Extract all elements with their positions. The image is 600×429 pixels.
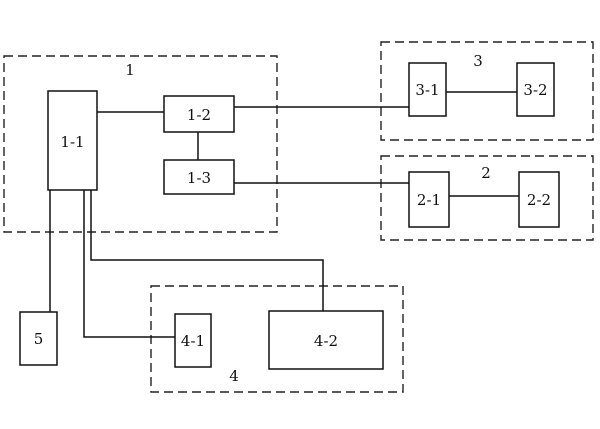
- block-3-1-label: 3-1: [415, 81, 439, 99]
- group-1-outline: [3, 55, 278, 233]
- block-3-1: 3-1: [408, 62, 447, 117]
- block-3-2: 3-2: [516, 62, 555, 117]
- block-4-2: 4-2: [268, 310, 384, 370]
- group-4-outline: [150, 285, 404, 393]
- group-2-label: 2: [481, 164, 491, 182]
- block-5: 5: [19, 311, 58, 366]
- block-4-1: 4-1: [174, 313, 212, 368]
- group-3-outline: [380, 41, 594, 141]
- block-4-1-label: 4-1: [181, 332, 205, 350]
- wire-1-1-to-4-2: [90, 190, 324, 311]
- group-3-label: 3: [473, 52, 483, 70]
- block-1-1-label: 1-1: [60, 133, 84, 151]
- block-1-2-label: 1-2: [187, 106, 211, 124]
- block-1-3: 1-3: [163, 159, 235, 195]
- block-3-2-label: 3-2: [523, 81, 547, 99]
- block-1-2: 1-2: [163, 95, 235, 133]
- group-1-label: 1: [125, 61, 135, 79]
- block-2-2-label: 2-2: [527, 191, 551, 209]
- block-2-1-label: 2-1: [417, 191, 441, 209]
- block-4-2-label: 4-2: [314, 332, 338, 350]
- block-5-label: 5: [34, 330, 44, 348]
- block-2-1: 2-1: [408, 171, 450, 228]
- block-1-3-label: 1-3: [187, 169, 211, 187]
- group-4-label: 4: [229, 367, 239, 385]
- block-1-1: 1-1: [47, 90, 98, 191]
- group-2-outline: [380, 155, 594, 241]
- block-2-2: 2-2: [518, 171, 560, 228]
- wire-1-1-to-4-1: [83, 190, 175, 338]
